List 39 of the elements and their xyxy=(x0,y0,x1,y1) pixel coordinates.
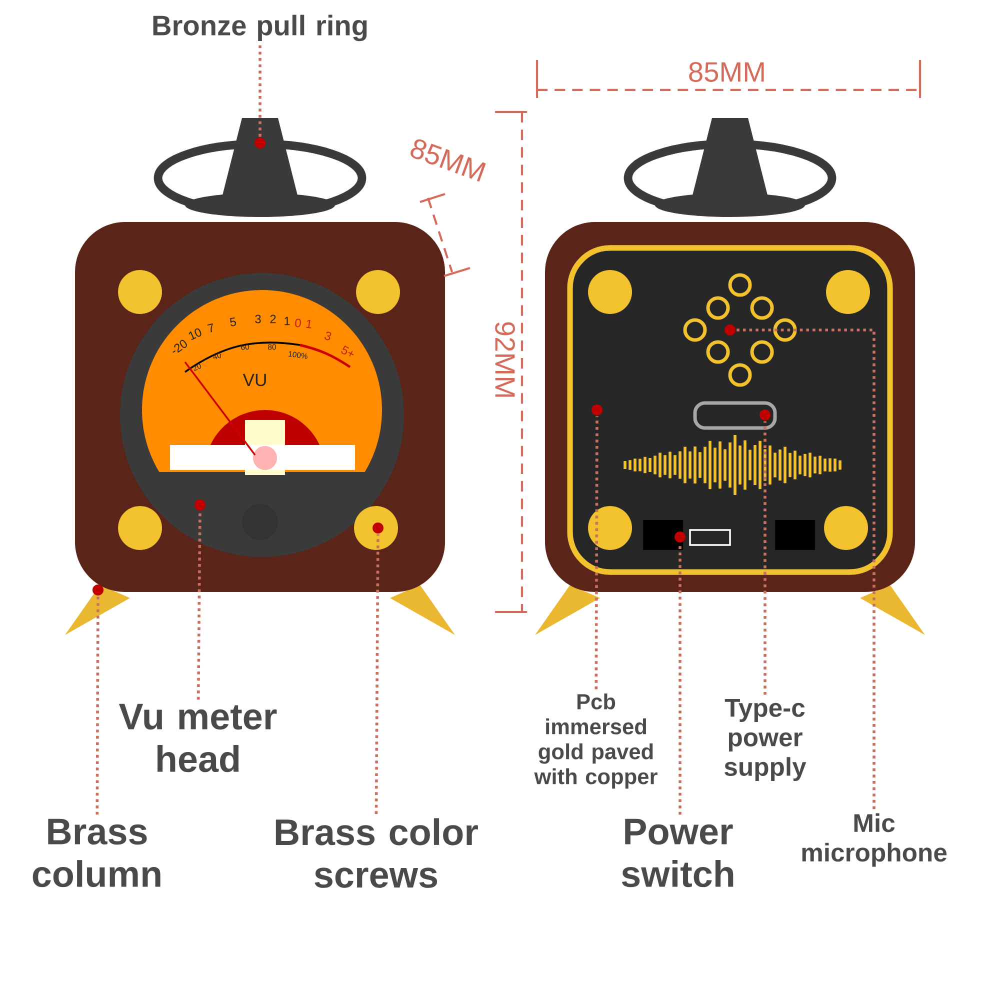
marker-dot xyxy=(92,584,104,596)
meter-label: VU xyxy=(242,374,266,386)
marker-dot xyxy=(254,138,266,148)
leader-line xyxy=(764,421,766,695)
marker-dot xyxy=(592,404,603,416)
meter-scale-number: 5+ xyxy=(341,346,354,356)
marker-dot xyxy=(194,500,206,510)
meter-scale-number: 3 xyxy=(255,314,261,324)
meter-scale-number: 1 xyxy=(284,316,290,326)
part-label: Power switch xyxy=(622,818,734,888)
dimension-label: 92MM xyxy=(495,322,515,397)
part-label: Mic microphone xyxy=(802,813,947,867)
leader-line xyxy=(736,328,876,810)
meter-scale-number: 3 xyxy=(324,332,332,340)
dimension-label: 85MM xyxy=(410,139,486,182)
meter-scale-number: 5 xyxy=(230,318,236,326)
part-label: Brass color screws xyxy=(276,818,478,888)
marker-dot xyxy=(760,410,771,420)
leader-line xyxy=(196,511,202,700)
marker-dot xyxy=(724,324,736,336)
meter-scale-number: -20 xyxy=(172,340,187,353)
part-label: Vu meter head xyxy=(118,704,277,772)
meter-scale-number: 0 xyxy=(295,318,301,328)
meter-scale-number: 7 xyxy=(207,323,213,332)
meter-scale-number: 2 xyxy=(270,314,276,324)
dimension-label: 85MM xyxy=(689,62,764,82)
leader-line xyxy=(374,534,380,814)
part-label: Pcb immersed gold paved with copper xyxy=(534,693,658,789)
marker-dot xyxy=(674,532,686,542)
leader-line xyxy=(96,596,100,815)
leader-line xyxy=(258,45,262,137)
marker-dot xyxy=(372,522,384,534)
part-label: Type-c power supply xyxy=(724,699,806,781)
meter-scale-number: 10 xyxy=(188,328,202,340)
part-label: Bronze pull ring xyxy=(153,14,367,42)
meter-scale-number: 1 xyxy=(306,320,312,328)
leader-line xyxy=(678,543,682,815)
leader-line xyxy=(594,416,598,690)
part-label: Brass column xyxy=(32,818,160,888)
